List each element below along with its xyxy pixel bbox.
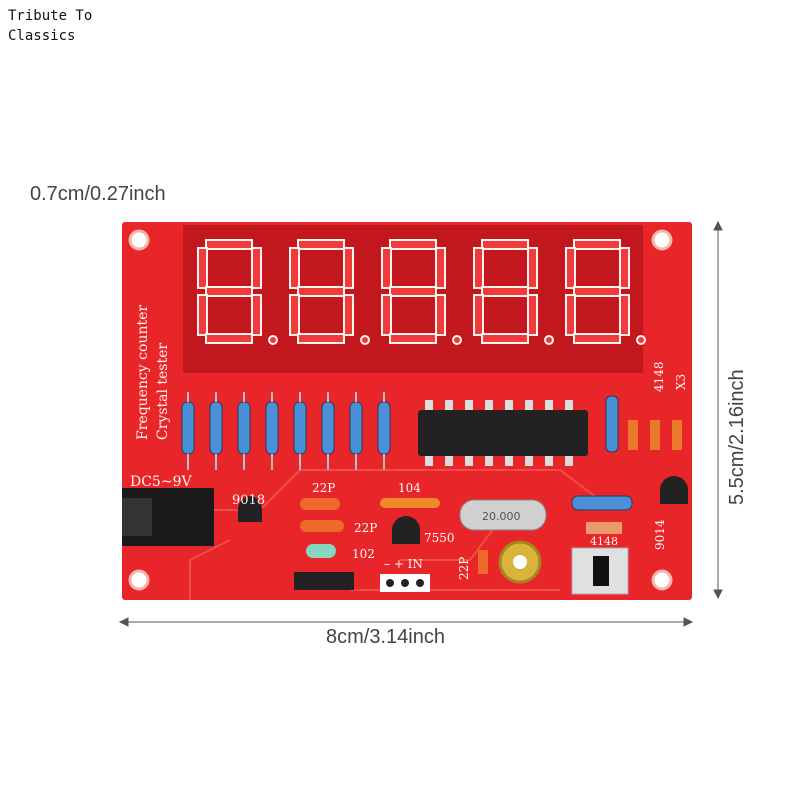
capacitor-102 (306, 544, 336, 558)
resistor-right (571, 495, 633, 511)
transistor-left-label: 9018 (232, 493, 265, 508)
transistor-9014 (660, 476, 688, 504)
board-title-line-1: Frequency counter (135, 305, 151, 440)
capacitor-22p-top (300, 498, 340, 510)
cap-low-label: 102 (352, 547, 375, 561)
capacitor-22p-vertical (478, 550, 488, 574)
diode-label-top: 4148 (652, 361, 666, 392)
width-dimension-line (118, 617, 694, 627)
resistor-array (181, 392, 391, 470)
power-label: DC5~9V (130, 474, 192, 490)
seven-segment-displays (183, 225, 646, 373)
dc-power-jack (122, 488, 214, 546)
transistor-9018 (238, 496, 262, 522)
watermark-logo: Tribute To Classics (8, 6, 92, 46)
microcontroller-ic (418, 400, 588, 466)
regulator-7550 (392, 516, 420, 544)
capacitor-104 (380, 498, 440, 508)
diode-bottom (586, 522, 622, 534)
regulator-label: 7550 (424, 531, 455, 545)
capacitor-22p-mid (300, 520, 344, 532)
cap-vertical-label: 22P (457, 557, 471, 580)
x3-label: X3 (674, 374, 688, 390)
cap-top-label: 22P (312, 481, 335, 495)
mounting-holes (128, 229, 673, 591)
height-dimension-line (713, 220, 723, 600)
crystal-label: 20.000 (482, 510, 521, 523)
input-label: – + IN (384, 557, 423, 571)
cap-104-label: 104 (398, 481, 421, 495)
width-dimension-label: 8cm/3.14inch (326, 626, 445, 648)
crystal-oscillator (459, 499, 547, 531)
pin-header (294, 572, 354, 590)
diode-bottom-label: 4148 (590, 535, 618, 548)
watermark-line-1: Tribute To (8, 8, 93, 24)
cap-mid-label: 22P (354, 521, 377, 535)
height-dimension-label: 5.5cm/2.16inch (726, 369, 748, 505)
right-components (605, 395, 682, 453)
watermark-line-2: Classics (8, 28, 76, 44)
transistor-right-label: 9014 (653, 519, 667, 550)
thickness-dimension-label: 0.7cm/0.27inch (30, 183, 166, 205)
board-title-line-2: Crystal tester (155, 343, 171, 440)
